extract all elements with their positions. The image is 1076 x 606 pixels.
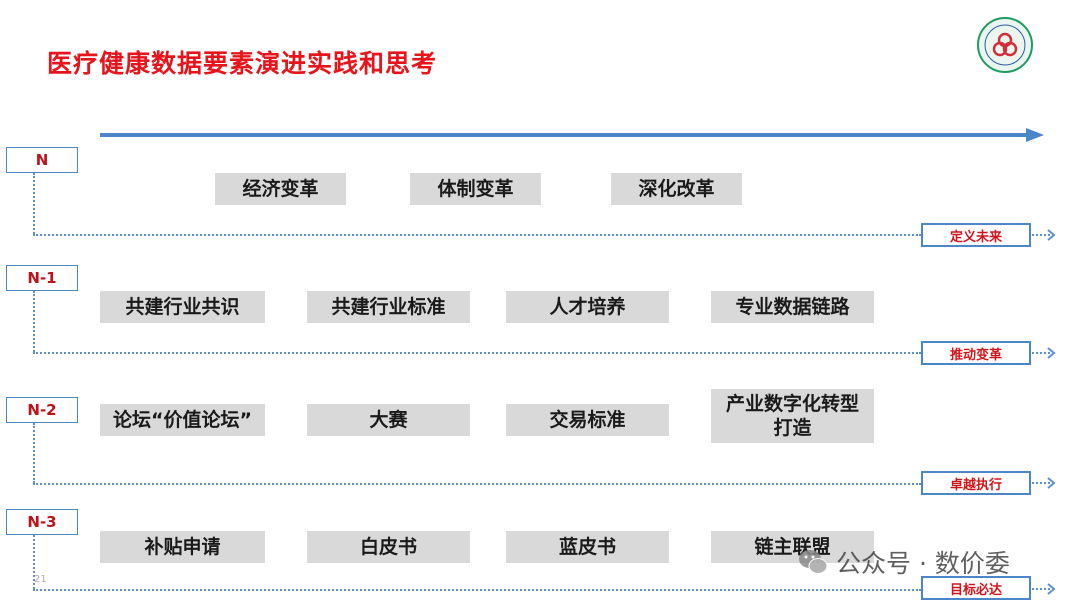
level-connector	[33, 291, 35, 352]
page-title: 医疗健康数据要素演进实践和思考	[47, 49, 438, 78]
item-card: 共建行业共识	[100, 291, 265, 323]
timeline-arrow	[100, 128, 1044, 142]
level-tag-n-1: 推动变革	[921, 341, 1031, 365]
level-label-n-1: N-1	[6, 265, 78, 291]
item-card: 大赛	[307, 404, 470, 436]
page-number: 21	[34, 574, 47, 585]
association-seal-icon	[977, 17, 1033, 73]
wechat-icon	[799, 550, 828, 574]
level-label-n-3: N-3	[6, 509, 78, 535]
dotted-arrow-icon	[1032, 583, 1056, 595]
level-tag-n-3: 目标必达	[921, 576, 1031, 600]
level-label-n-2: N-2	[6, 397, 78, 423]
item-card: 产业数字化转型打造	[711, 389, 874, 443]
item-card: 体制变革	[410, 173, 541, 205]
item-card: 深化改革	[611, 173, 742, 205]
level-connector	[33, 173, 35, 234]
item-card: 补贴申请	[100, 531, 265, 563]
dotted-arrow-icon	[1032, 347, 1056, 359]
level-connector	[33, 423, 35, 483]
level-label-n: N	[6, 147, 78, 173]
item-card: 共建行业标准	[307, 291, 470, 323]
watermark-text: 公众号 · 数价委	[836, 549, 1010, 578]
level-dotted-line	[33, 589, 921, 591]
level-tag-n: 定义未来	[921, 223, 1031, 247]
item-card: 专业数据链路	[711, 291, 874, 323]
item-card: 经济变革	[215, 173, 346, 205]
level-tag-n-2: 卓越执行	[921, 471, 1031, 495]
item-card: 白皮书	[307, 531, 470, 563]
item-card: 人才培养	[506, 291, 669, 323]
dotted-arrow-icon	[1032, 229, 1056, 241]
level-connector	[33, 535, 35, 589]
dotted-arrow-icon	[1032, 477, 1056, 489]
level-dotted-line	[33, 234, 921, 236]
level-dotted-line	[33, 483, 921, 485]
item-card: 论坛“价值论坛”	[100, 404, 265, 436]
item-card: 交易标准	[506, 404, 669, 436]
item-card: 蓝皮书	[506, 531, 669, 563]
level-dotted-line	[33, 352, 921, 354]
watermark: 公众号 · 数价委	[798, 542, 1010, 582]
